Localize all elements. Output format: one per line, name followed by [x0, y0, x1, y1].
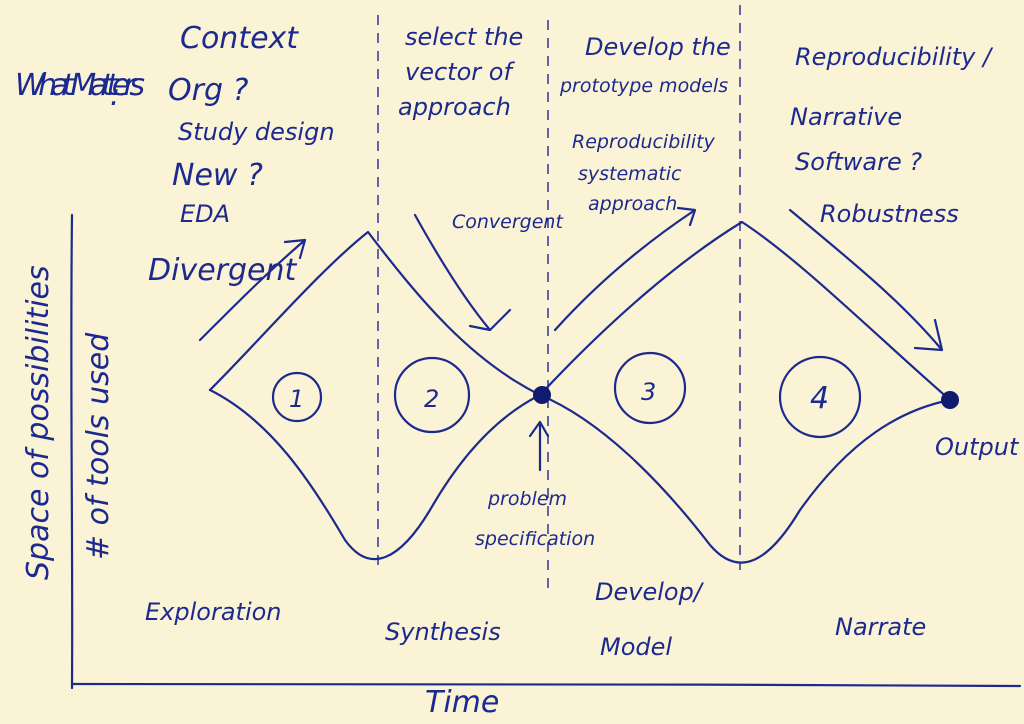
note-vector: vector of [405, 58, 515, 86]
note-robustness: Robustness [820, 200, 959, 228]
stage-2-number: 2 [424, 385, 439, 413]
note-approach-3: approach [588, 193, 677, 215]
phase-synthesis: Synthesis [385, 618, 501, 646]
output-label: Output [935, 433, 1020, 461]
divergent-arrow-icon [198, 238, 307, 342]
title-what: What Matters [15, 68, 145, 103]
note-select: select the [405, 23, 523, 51]
note-develop: Develop the [585, 33, 731, 61]
phase-develop: Develop/ [595, 578, 705, 606]
stage-1-circle [271, 371, 323, 423]
phase-exploration: Exploration [145, 598, 282, 626]
title-colon: : [110, 78, 120, 113]
note-software: Software ? [795, 148, 922, 176]
output-node [941, 391, 959, 409]
note-reproducibility-4: Reproducibility / [795, 43, 994, 71]
stage-3-number: 3 [641, 378, 656, 406]
note-narrative: Narrative [790, 103, 902, 131]
y-axis-label-tools: # of tools used [81, 332, 116, 560]
x-axis [70, 682, 1022, 688]
stage-1-number: 1 [289, 385, 304, 413]
diamond-2-top [538, 220, 952, 402]
stage-3-circle [613, 351, 687, 425]
convergent-arrow-icon [413, 213, 512, 332]
develop-arrow-icon [553, 206, 697, 332]
stage-2-circle [393, 356, 471, 434]
problem-spec-node [533, 386, 551, 404]
note-systematic: systematic [578, 163, 682, 185]
phase-model: Model [600, 633, 672, 661]
note-approach: approach [398, 93, 511, 121]
note-new: New ? [172, 158, 263, 193]
divergent-label: Divergent [148, 253, 297, 288]
narrate-arrow-icon [788, 208, 944, 352]
note-org: Org ? [168, 73, 249, 108]
note-eda: EDA [180, 200, 230, 228]
diamond-1-top [208, 230, 542, 397]
convergent-label: Convergent [452, 211, 564, 233]
y-axis [70, 213, 74, 690]
note-reproducibility-3: Reproducibility [572, 131, 716, 153]
stage-4-circle [778, 355, 862, 439]
note-prototype: prototype models [559, 75, 728, 97]
diamond-2-bottom [538, 393, 952, 564]
y-axis-label-possibilities: Space of possibilities [21, 265, 56, 580]
phase-narrate: Narrate [835, 613, 926, 641]
note-study-design: Study design [178, 118, 335, 146]
diamond-1-bottom [208, 388, 542, 560]
problem-spec-arrow-icon [528, 420, 550, 472]
note-context: Context [180, 21, 299, 56]
specification-label: specification [475, 528, 595, 550]
stage-4-number: 4 [810, 381, 829, 416]
x-axis-label: Time [425, 685, 499, 720]
problem-label: problem [487, 488, 567, 510]
